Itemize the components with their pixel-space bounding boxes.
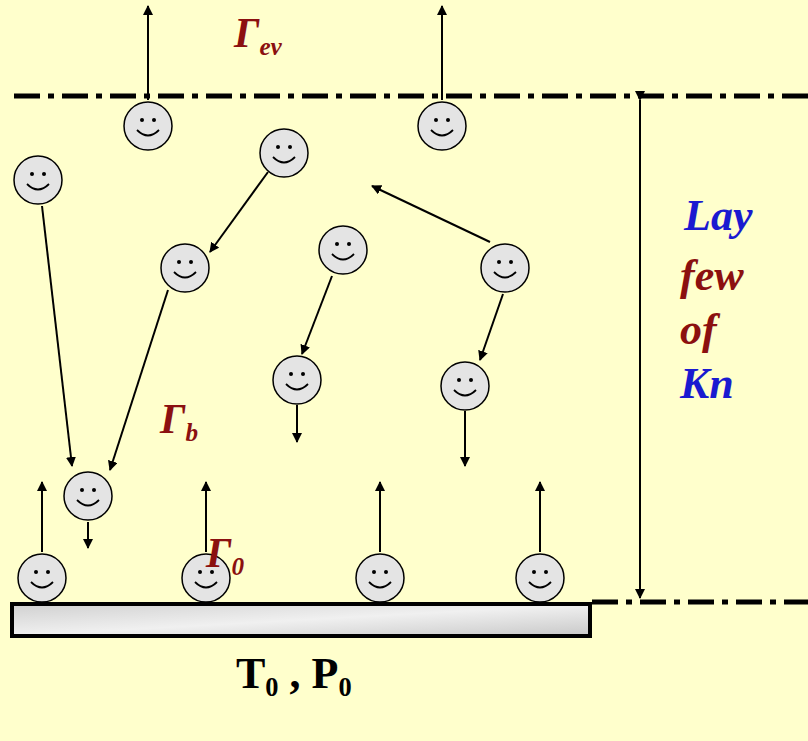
molecule-eye: [509, 260, 513, 264]
molecule-smile: [77, 500, 99, 506]
molecule-eye: [434, 118, 438, 122]
molecule-eye: [372, 570, 376, 574]
molecule-trajectory: [539, 482, 541, 552]
molecule-eye: [457, 378, 461, 382]
molecule-eye: [34, 570, 38, 574]
molecule-smile: [286, 384, 308, 390]
molecule-trajectory: [379, 482, 381, 552]
molecule: [441, 362, 489, 410]
wall-conditions: T0 , P0: [236, 652, 352, 700]
molecule-smile: [195, 582, 217, 588]
molecule-eye: [189, 260, 193, 264]
molecule: [273, 356, 321, 404]
molecule-eye: [42, 172, 46, 176]
layer-note: of: [680, 308, 717, 352]
flux-label: Γ0: [206, 532, 244, 579]
molecule-eye: [288, 145, 292, 149]
molecule-smile: [431, 130, 453, 136]
molecule-eye: [152, 118, 156, 122]
molecule-eye: [301, 372, 305, 376]
molecule-eye: [198, 570, 202, 574]
wall-plate: [12, 604, 590, 636]
molecule-smile: [27, 184, 49, 190]
flux-label: Γb: [160, 398, 198, 445]
molecule-smile: [529, 582, 551, 588]
molecule-smile: [369, 582, 391, 588]
molecule: [481, 244, 529, 292]
molecule: [356, 554, 404, 602]
molecule: [516, 554, 564, 602]
molecule-trajectory: [441, 6, 443, 100]
molecule: [124, 102, 172, 150]
molecule-eye: [544, 570, 548, 574]
molecule-eye: [177, 260, 181, 264]
molecule-smile: [273, 157, 295, 163]
molecule-eye: [289, 372, 293, 376]
molecule-trajectory: [42, 206, 72, 466]
layer-note: Kn: [680, 362, 734, 406]
molecule-trajectory: [296, 405, 298, 442]
flux-label: Γev: [234, 12, 282, 59]
molecule-eye: [140, 118, 144, 122]
molecule-smile: [332, 254, 354, 260]
molecule-smile: [174, 272, 196, 278]
molecule-trajectory: [302, 276, 332, 354]
molecule-trajectory: [480, 294, 503, 360]
molecule-eye: [446, 118, 450, 122]
molecule-trajectory: [210, 172, 268, 252]
molecule: [14, 156, 62, 204]
molecule: [418, 102, 466, 150]
molecule-smile: [454, 390, 476, 396]
molecule: [319, 226, 367, 274]
molecule-smile: [494, 272, 516, 278]
molecule-trajectory: [372, 186, 490, 242]
molecule-eye: [384, 570, 388, 574]
molecule: [260, 129, 308, 177]
molecule-smile: [137, 130, 159, 136]
molecule-eye: [92, 488, 96, 492]
molecule-trajectory: [110, 290, 168, 470]
thickness-arrow: [639, 100, 641, 598]
molecule-eye: [46, 570, 50, 574]
molecule-eye: [497, 260, 501, 264]
layer-boundary: [14, 94, 808, 99]
molecule-eye: [276, 145, 280, 149]
molecule-smile: [31, 582, 53, 588]
molecule-eye: [335, 242, 339, 246]
molecule-trajectory: [41, 482, 43, 552]
molecule-eye: [469, 378, 473, 382]
molecule-eye: [30, 172, 34, 176]
molecule: [64, 472, 112, 520]
molecule: [18, 554, 66, 602]
molecule-trajectory: [147, 6, 149, 100]
molecule-trajectory: [464, 411, 466, 466]
molecule-trajectory: [87, 522, 89, 548]
molecule: [161, 244, 209, 292]
molecule-eye: [80, 488, 84, 492]
layer-boundary: [592, 600, 808, 605]
molecule-eye: [532, 570, 536, 574]
layer-note: few: [680, 254, 744, 298]
layer-note: Lay: [684, 194, 752, 238]
molecule-eye: [347, 242, 351, 246]
